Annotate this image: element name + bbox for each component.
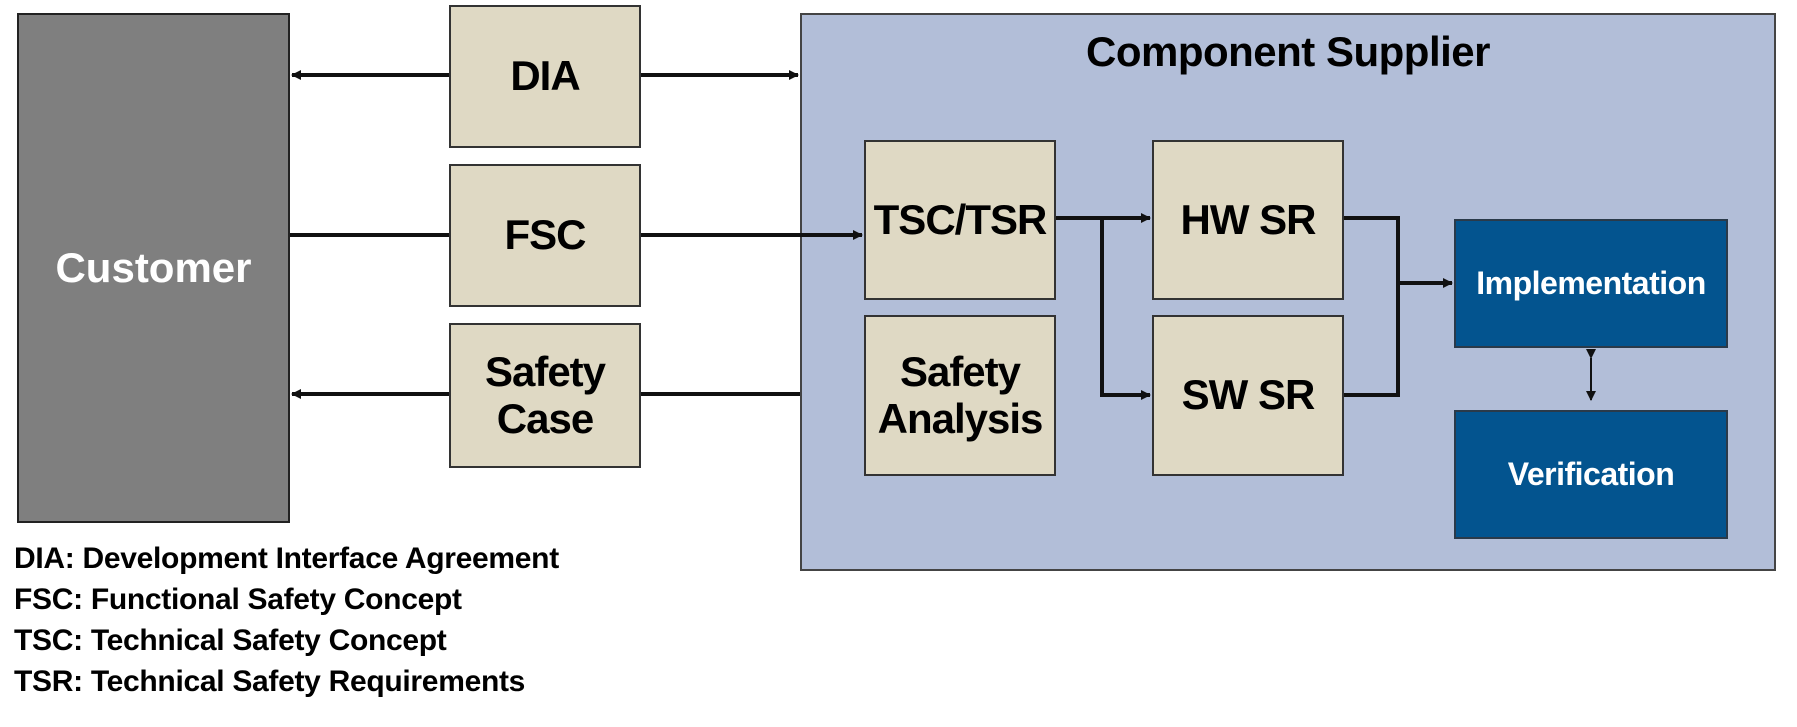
legend-dia: DIA: Development Interface Agreement	[14, 542, 559, 575]
customer-label: Customer	[55, 243, 252, 291]
implementation-block: Implementation	[1454, 219, 1728, 348]
dia-block: DIA	[449, 5, 641, 148]
safety-case-block: Safety Case	[449, 323, 641, 468]
sw-sr-label: SW SR	[1181, 371, 1316, 419]
tsc-tsr-label: TSC/TSR	[873, 195, 1048, 243]
component-supplier-title: Component Supplier	[1086, 28, 1491, 75]
tsc-tsr-block: TSC/TSR	[864, 140, 1056, 300]
tsc-to-sw-arrow	[1100, 218, 1151, 400]
verification-block: Verification	[1454, 410, 1728, 539]
legend-tsr: TSR: Technical Safety Requirements	[14, 665, 526, 698]
fsc-block: FSC	[449, 164, 641, 307]
hw-to-merge-line	[1344, 216, 1400, 397]
dia-label: DIA	[510, 52, 580, 100]
sw-sr-block: SW SR	[1152, 315, 1344, 476]
safety-analysis-label: Safety Analysis	[877, 348, 1044, 442]
safety-analysis-block: Safety Analysis	[864, 315, 1056, 476]
fsc-label: FSC	[504, 211, 587, 259]
implementation-label: Implementation	[1476, 264, 1706, 301]
legend-fsc: FSC: Functional Safety Concept	[14, 583, 462, 616]
safety-case-label: Safety Case	[484, 348, 606, 442]
hw-sr-label: HW SR	[1180, 195, 1317, 243]
customer-block: Customer	[17, 13, 290, 523]
hw-sr-block: HW SR	[1152, 140, 1344, 300]
legend-tsc: TSC: Technical Safety Concept	[14, 624, 447, 657]
verification-label: Verification	[1507, 455, 1675, 492]
